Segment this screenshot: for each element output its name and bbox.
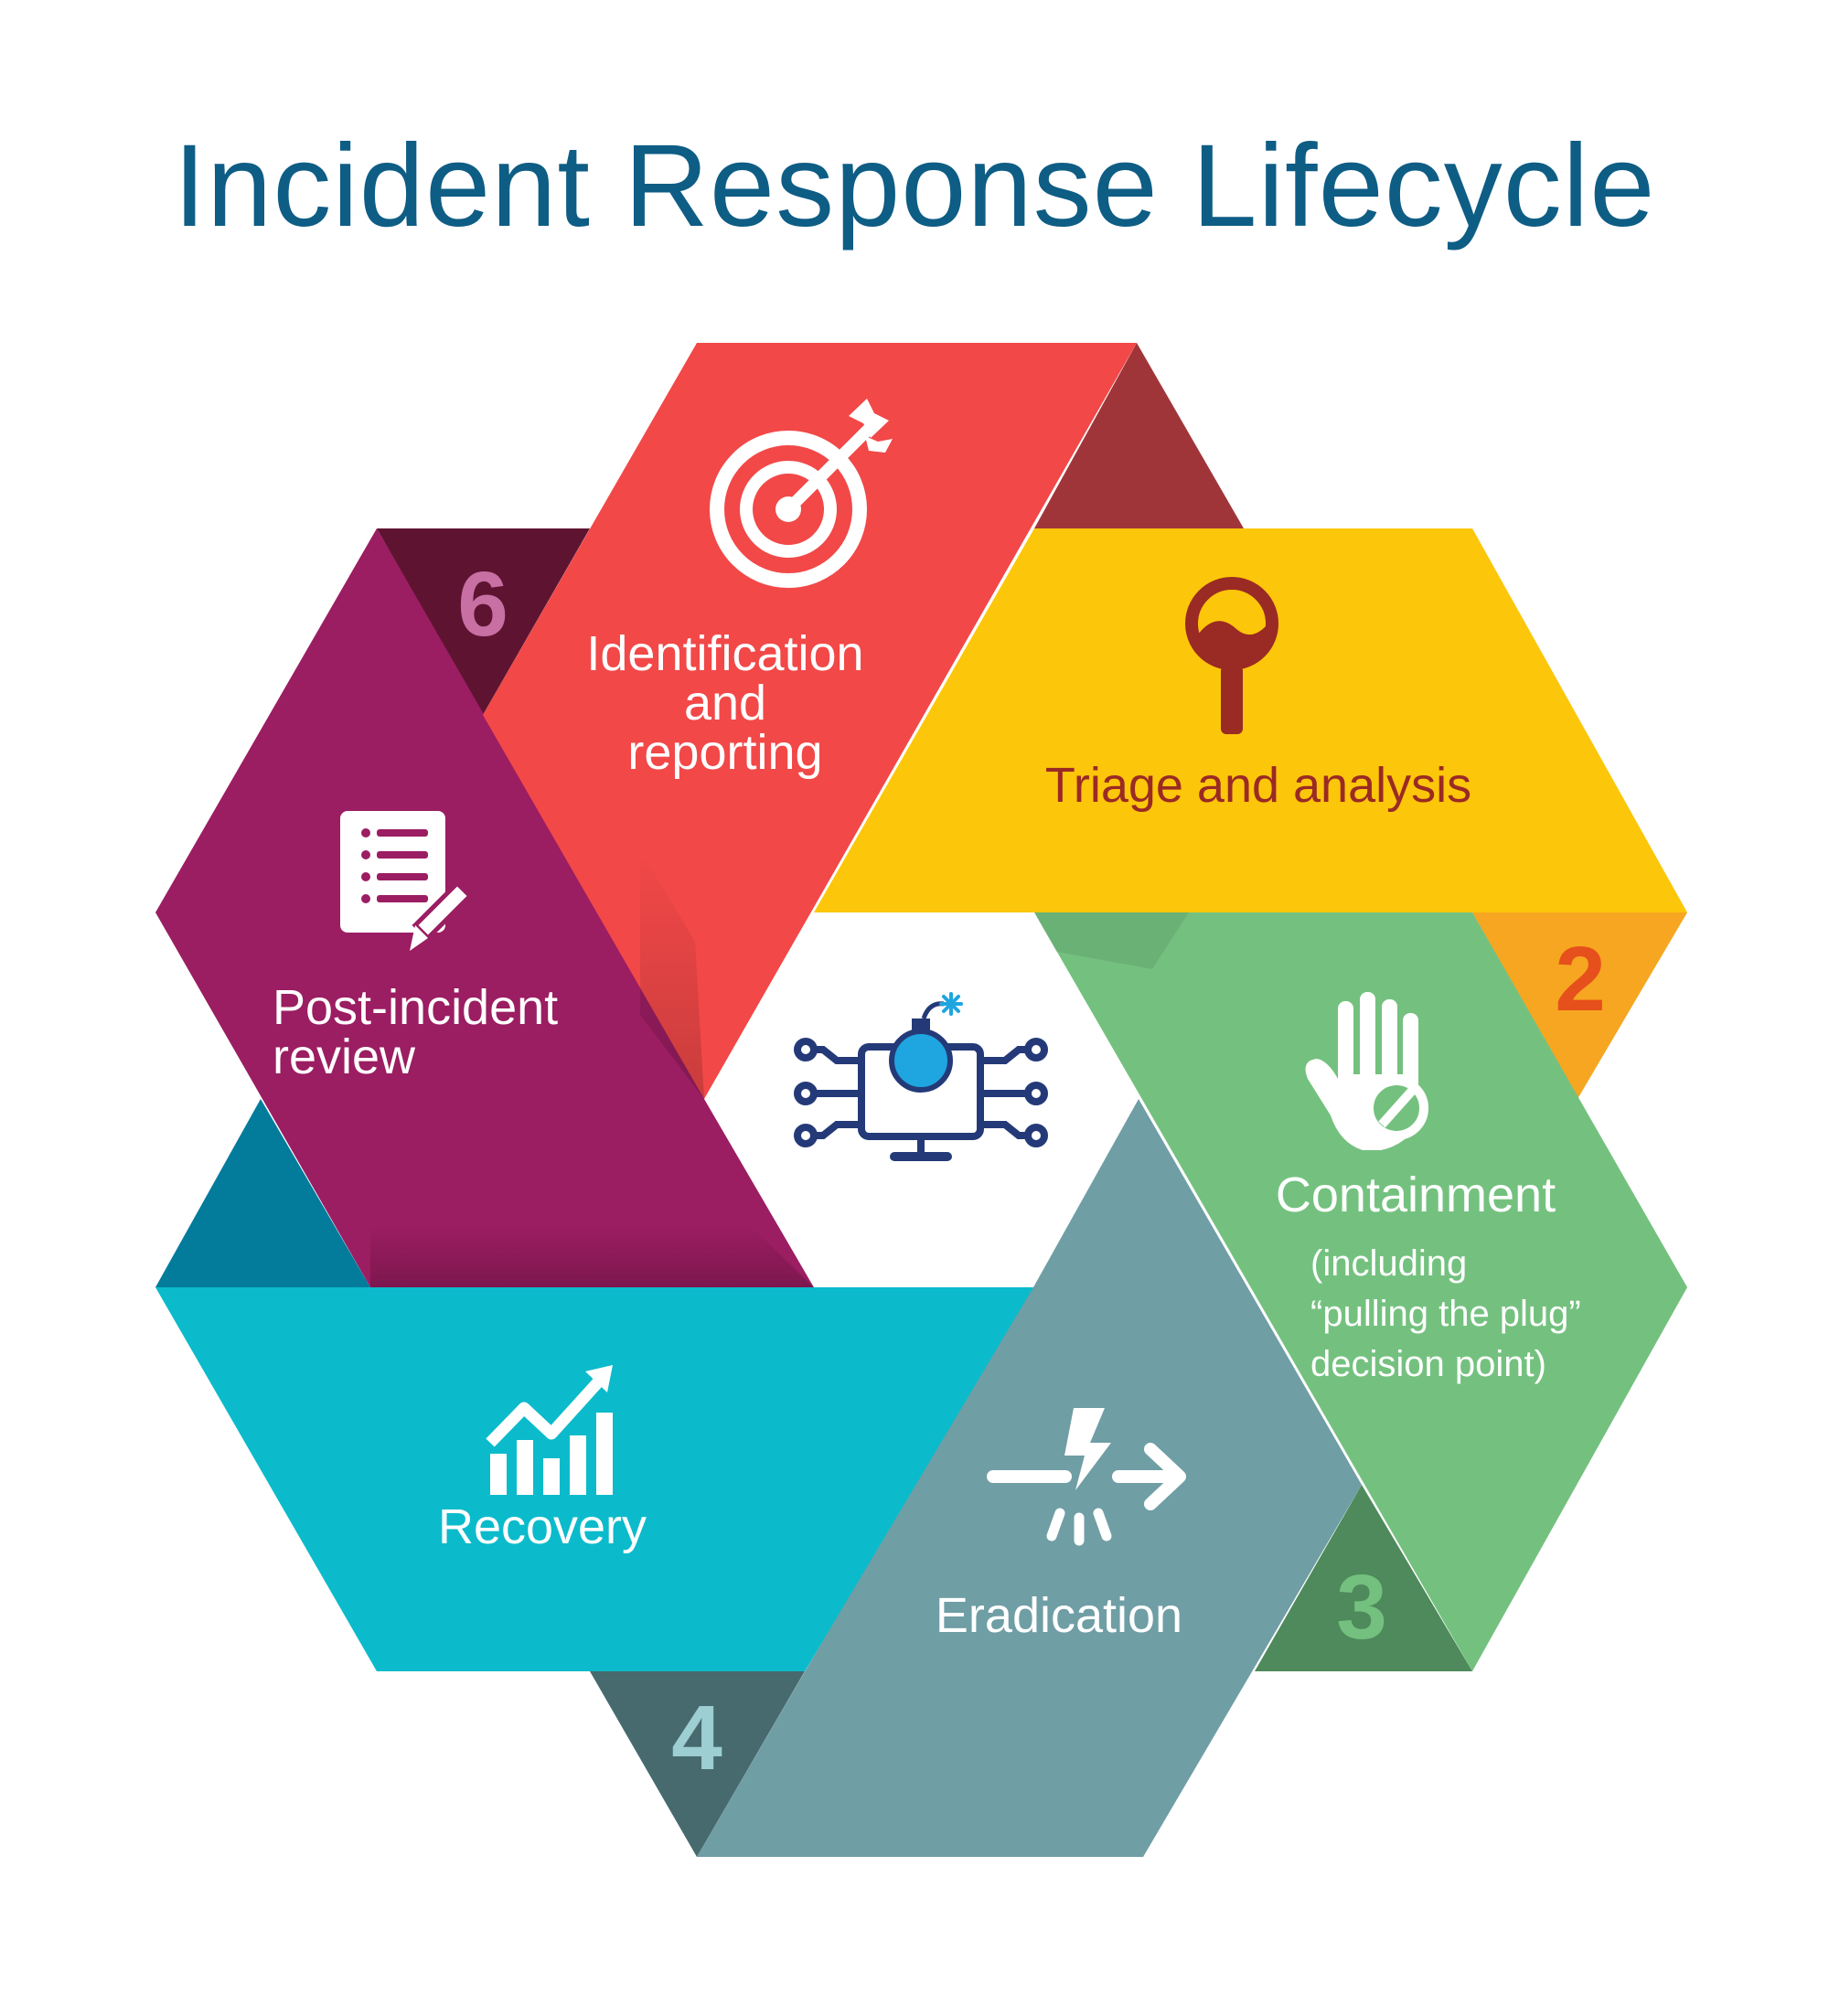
- stage-6-label-line-1: Post-incident: [273, 980, 558, 1035]
- stage-5-corner: [155, 1099, 370, 1287]
- stage-4-corner: [590, 1671, 805, 1857]
- stage-3-number: 3: [1336, 1556, 1387, 1659]
- stage-3-note-line-2: “pulling the plug”: [1310, 1294, 1581, 1334]
- stage-4-number: 4: [671, 1687, 722, 1789]
- stage-3-label: Containment: [1276, 1168, 1556, 1222]
- stage-1-label-line-3: reporting: [627, 725, 822, 780]
- stage-5-label: Recovery: [438, 1499, 647, 1554]
- fold-shadow-6: [370, 1225, 814, 1287]
- stage-3-band: [1034, 912, 1687, 1671]
- computer-bomb-icon: [794, 992, 1048, 1161]
- stage-6-corner: [377, 528, 590, 715]
- stage-1-label-line-2: and: [684, 676, 766, 731]
- stage-3-corner: [1255, 1485, 1472, 1671]
- stage-6-number: 6: [457, 553, 508, 656]
- stop-hand-icon: [1305, 992, 1428, 1150]
- stage-5-band: [155, 1287, 1033, 1671]
- stage-2-corner: [1472, 912, 1687, 1099]
- fold-shadow-3: [1034, 912, 1189, 969]
- stage-3-note-line-1: (including: [1310, 1243, 1467, 1284]
- stage-2-number: 2: [1555, 928, 1606, 1030]
- stage-1-number: 1: [1115, 410, 1166, 512]
- fold-shadow-1: [640, 850, 704, 1099]
- stage-2-label: Triage and analysis: [1045, 758, 1471, 813]
- stage-6-band: [155, 528, 814, 1287]
- stage-1-corner: [1034, 343, 1244, 528]
- page-title: Incident Response Lifecycle: [173, 121, 1656, 251]
- stage-1-label-line-1: Identification: [586, 626, 863, 681]
- stage-6-label-line-2: review: [273, 1029, 416, 1084]
- growth-chart-icon: [486, 1365, 613, 1495]
- broken-arrow-icon: [987, 1408, 1186, 1546]
- stage-3-note-line-3: decision point): [1310, 1344, 1546, 1384]
- magnifier-icon: [1185, 577, 1278, 734]
- center-hexagon: [704, 912, 1139, 1287]
- stage-2-band: [814, 528, 1687, 912]
- target-arrow-icon: [710, 399, 893, 588]
- stage-4-label: Eradication: [936, 1588, 1182, 1643]
- checklist-pencil-icon: [340, 811, 474, 951]
